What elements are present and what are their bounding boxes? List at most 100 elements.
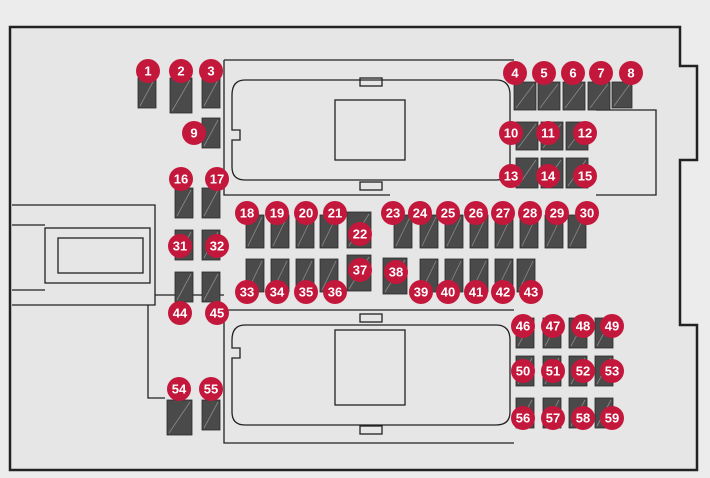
fuse-number-22: 22 (353, 227, 367, 242)
fuse-number-56: 56 (516, 411, 530, 426)
fuse-slot-mark (564, 83, 584, 109)
fuse-number-35: 35 (299, 285, 313, 300)
fuse-number-32: 32 (210, 239, 224, 254)
fuse-slot-mark (589, 83, 609, 109)
fuse-badge-15 (573, 164, 597, 188)
fuse-number-24: 24 (413, 206, 428, 221)
fuse-badge-12 (573, 121, 597, 145)
fuse-badge-31 (168, 234, 192, 258)
fuse-number-5: 5 (540, 66, 547, 81)
fuse-number-6: 6 (569, 66, 576, 81)
fuse-badge-49 (600, 314, 624, 338)
fuse-number-43: 43 (524, 285, 538, 300)
fuse-badge-58 (571, 406, 595, 430)
fuse-badge-25 (436, 201, 460, 225)
fuse-number-37: 37 (353, 263, 367, 278)
fuse-number-8: 8 (627, 66, 634, 81)
fuse-badge-50 (511, 359, 535, 383)
fuse-slot-mark (321, 260, 337, 291)
fuse-number-41: 41 (469, 285, 483, 300)
fuse-slot-mark (421, 216, 437, 247)
fuse-badge-2 (169, 59, 193, 83)
fuse-badge-28 (518, 201, 542, 225)
lower-relay-housing (223, 309, 514, 444)
fuse-number-34: 34 (270, 285, 285, 300)
fuse-badge-39 (409, 280, 433, 304)
fuse-badge-46 (511, 314, 535, 338)
fuse-number-52: 52 (576, 364, 590, 379)
fuse-number-38: 38 (389, 265, 403, 280)
fuse-slot-mark (203, 189, 219, 217)
fuse-badge-30 (575, 201, 599, 225)
fuse-number-28: 28 (523, 206, 537, 221)
fuse-badge-26 (464, 201, 488, 225)
fuse-badge-27 (491, 201, 515, 225)
fuse-number-27: 27 (496, 206, 510, 221)
fuse-slot-mark (247, 216, 263, 247)
fuse-number-30: 30 (580, 206, 594, 221)
fuse-badge-6 (561, 61, 585, 85)
fuse-number-23: 23 (386, 206, 400, 221)
fuse-number-14: 14 (541, 169, 556, 184)
fuse-badge-45 (205, 301, 229, 325)
fuse-slot-mark (176, 189, 192, 217)
fuse-badge-51 (541, 359, 565, 383)
fuse-number-50: 50 (516, 364, 530, 379)
fuse-badge-57 (541, 406, 565, 430)
fuse-badge-24 (408, 201, 432, 225)
fuse-number-40: 40 (441, 285, 455, 300)
fuse-slot-mark (168, 401, 191, 434)
fuse-number-20: 20 (299, 206, 313, 221)
fuse-number-42: 42 (496, 285, 510, 300)
fuse-number-15: 15 (578, 169, 592, 184)
fuse-number-29: 29 (550, 206, 564, 221)
fuse-badge-33 (235, 280, 259, 304)
fuse-number-11: 11 (541, 126, 555, 141)
fuse-badge-18 (235, 201, 259, 225)
fuse-slot-mark (446, 216, 462, 247)
fuse-badge-36 (323, 280, 347, 304)
fuse-number-13: 13 (504, 169, 518, 184)
fuse-slot-mark (203, 79, 219, 107)
fuse-number-53: 53 (605, 364, 619, 379)
fuse-number-26: 26 (469, 206, 483, 221)
fuse-number-31: 31 (173, 239, 187, 254)
fuse-number-51: 51 (546, 364, 560, 379)
fuse-badge-14 (536, 164, 560, 188)
fuse-slot-mark (613, 83, 631, 107)
fuse-badge-5 (532, 61, 556, 85)
fuse-badge-44 (168, 301, 192, 325)
fuse-badge-41 (464, 280, 488, 304)
fuse-badge-11 (536, 121, 560, 145)
fuse-badge-52 (571, 359, 595, 383)
fuse-number-59: 59 (605, 411, 619, 426)
fuse-badge-38 (384, 260, 408, 284)
fuse-badge-19 (265, 201, 289, 225)
fuse-badge-29 (545, 201, 569, 225)
fuse-number-9: 9 (190, 126, 197, 141)
fuse-badge-59 (600, 406, 624, 430)
fuse-badge-13 (499, 164, 523, 188)
fuse-slot-mark (203, 401, 219, 429)
fuse-number-1: 1 (144, 64, 151, 79)
fuse-badge-20 (294, 201, 318, 225)
fuse-number-45: 45 (210, 306, 224, 321)
fuse-badge-1 (136, 59, 160, 83)
fuse-number-46: 46 (516, 319, 530, 334)
fuse-badge-8 (619, 61, 643, 85)
fuse-badge-3 (199, 59, 223, 83)
fuse-badge-17 (205, 167, 229, 191)
fuse-badge-40 (436, 280, 460, 304)
fuse-slot-mark (139, 79, 155, 107)
fuse-badge-21 (323, 201, 347, 225)
fuse-number-21: 21 (328, 206, 342, 221)
fuse-number-58: 58 (576, 411, 590, 426)
fuse-badge-4 (503, 61, 527, 85)
fuse-badge-7 (589, 61, 613, 85)
fuse-slot-mark (515, 83, 535, 109)
fuse-number-47: 47 (546, 319, 560, 334)
fuse-badge-22 (348, 222, 372, 246)
fuse-number-17: 17 (210, 172, 224, 187)
fuse-number-12: 12 (578, 126, 592, 141)
fuse-badge-43 (519, 280, 543, 304)
